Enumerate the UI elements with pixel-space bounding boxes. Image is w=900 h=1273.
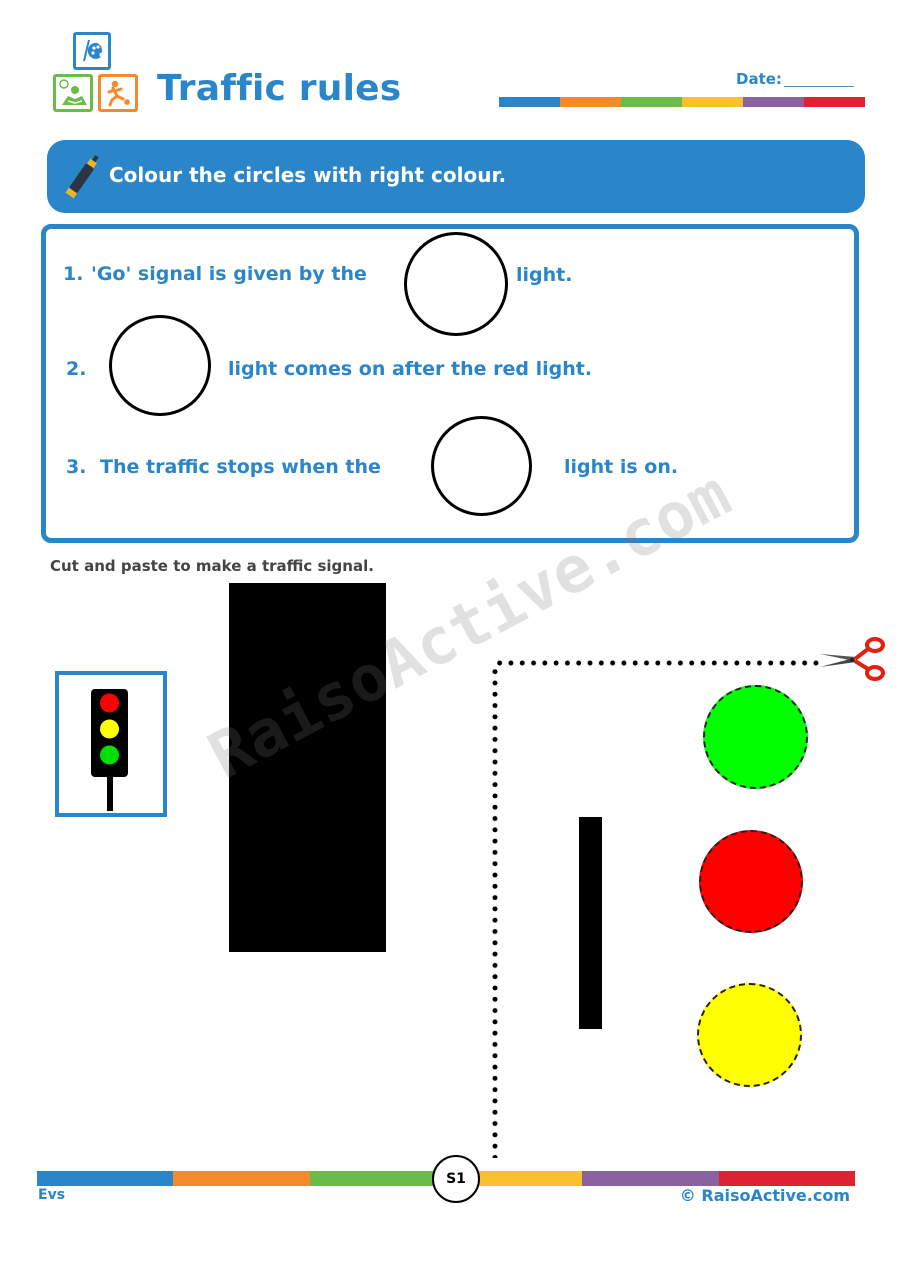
traffic-light-icon — [91, 689, 128, 811]
page-title: Traffic rules — [157, 68, 402, 109]
question-1-colour-circle[interactable] — [404, 232, 508, 336]
subject-label: Evs — [38, 1187, 66, 1203]
question-3-colour-circle[interactable] — [431, 416, 532, 516]
signal-pole-cutout[interactable] — [579, 817, 602, 1029]
copyright-link[interactable]: © RaisoActive.com — [679, 1186, 850, 1205]
question-3-number: 3. — [66, 456, 87, 478]
question-2-number: 2. — [66, 358, 87, 380]
question-1-text-before: 'Go' signal is given by the — [91, 263, 367, 285]
red-light-cutout[interactable] — [699, 830, 803, 933]
scissors-icon — [820, 637, 885, 681]
instruction-banner: Colour the circles with right colour. — [47, 140, 865, 213]
date-field[interactable] — [784, 86, 854, 87]
footer-color-bar — [37, 1171, 855, 1186]
cut-paste-instruction: Cut and paste to make a traffic signal. — [50, 557, 374, 575]
instruction-text: Colour the circles with right colour. — [109, 163, 507, 187]
green-light-cutout[interactable] — [703, 685, 808, 789]
question-3-text-before: The traffic stops when the — [100, 456, 381, 478]
header-color-bar — [499, 97, 865, 107]
signal-body-cutout[interactable] — [229, 583, 386, 952]
reference-traffic-light — [55, 671, 167, 817]
page-number-badge: S1 — [432, 1155, 480, 1203]
question-3-text-after: light is on. — [564, 456, 679, 478]
marker-icon — [65, 154, 99, 199]
date-label: Date: — [736, 70, 782, 88]
yellow-light-cutout[interactable] — [697, 983, 802, 1087]
cut-line-vertical — [492, 666, 498, 1158]
question-1-text-after: light. — [516, 264, 573, 286]
cut-line-horizontal — [494, 660, 824, 666]
playing-child-icon — [98, 74, 138, 112]
questions-box — [41, 224, 859, 543]
palette-icon — [73, 32, 111, 70]
question-1-number: 1. — [63, 263, 84, 285]
reading-child-icon — [53, 74, 93, 112]
question-2-text-after: light comes on after the red light. — [228, 358, 593, 380]
question-2-colour-circle[interactable] — [109, 315, 211, 416]
